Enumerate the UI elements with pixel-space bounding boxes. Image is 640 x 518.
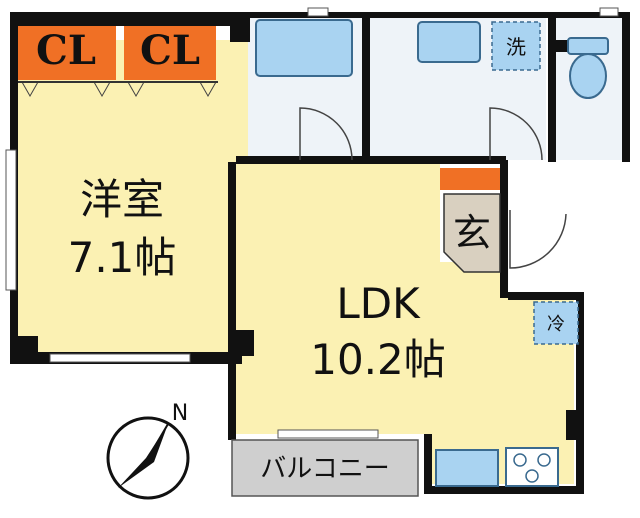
washer-space xyxy=(491,21,541,71)
shoe-cabinet xyxy=(440,168,500,190)
entrance-label: 玄 xyxy=(453,211,491,255)
sink xyxy=(435,449,499,487)
compass-north-label: N xyxy=(172,401,188,426)
door-swings xyxy=(299,107,567,269)
balcony xyxy=(231,439,419,497)
bathtub xyxy=(255,19,353,77)
wall-posts xyxy=(14,330,584,440)
compass: N xyxy=(106,401,190,500)
toilet xyxy=(567,37,609,99)
washer-label: 洗 xyxy=(506,35,526,59)
ldk-name: LDK xyxy=(336,279,421,328)
fridge-space xyxy=(533,301,579,345)
closet-left xyxy=(16,24,116,80)
western-room-size: 7.1帖 xyxy=(68,233,177,282)
balcony-label: バルコニー xyxy=(260,454,389,484)
closet-right xyxy=(124,24,216,80)
ldk-size: 10.2帖 xyxy=(310,335,446,384)
closet-door-marks xyxy=(21,81,217,98)
western-room-name: 洋室 xyxy=(80,175,164,224)
corridor-floor xyxy=(508,198,578,298)
entrance-floor xyxy=(443,193,501,273)
fridge-label: 冷 xyxy=(547,314,565,335)
wash-basin xyxy=(417,21,481,63)
closet-right-label: CL xyxy=(140,27,200,74)
ldk-floor xyxy=(234,162,574,484)
stove xyxy=(505,447,559,487)
closet-left-label: CL xyxy=(36,27,96,74)
windows xyxy=(5,7,619,439)
